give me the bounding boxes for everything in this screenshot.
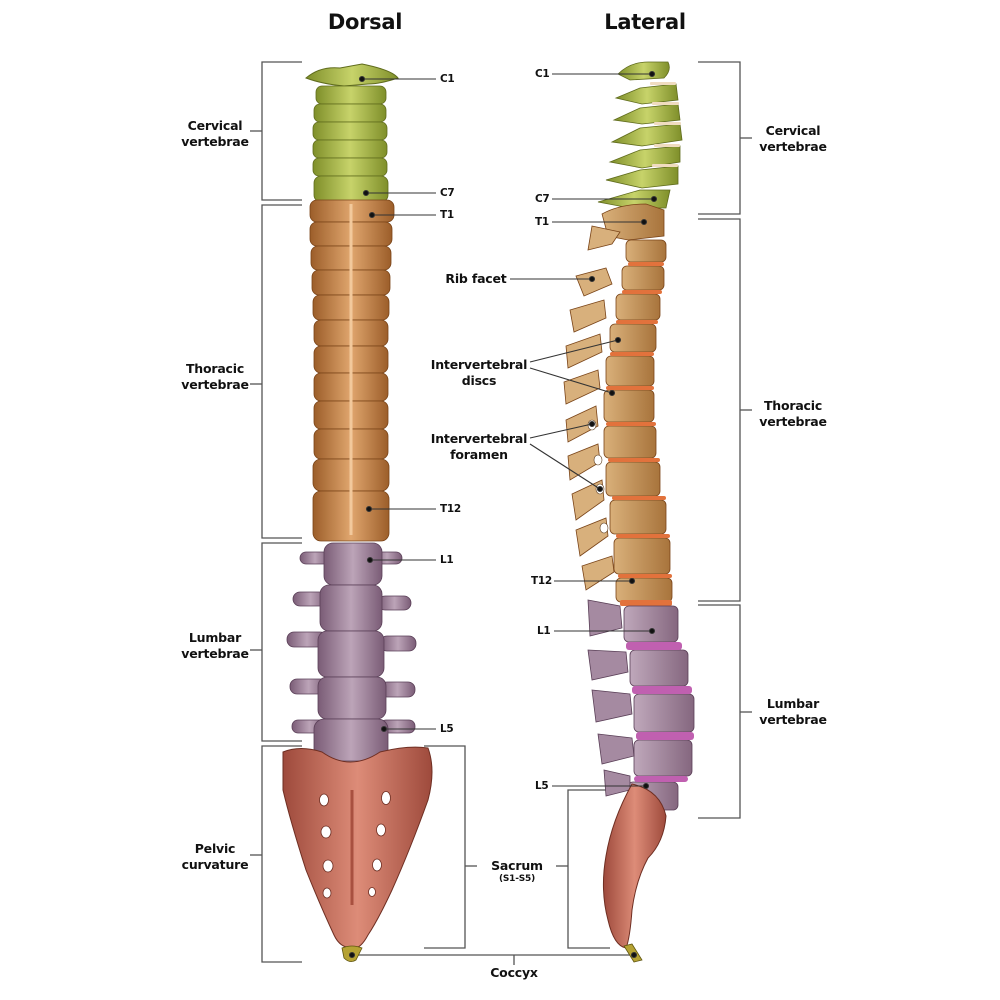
dorsal-label-cervical: Cervical vertebrae	[181, 118, 249, 149]
lateral-marker-t1: T1	[535, 216, 549, 228]
dorsal-label-pelvic: Pelvic curvature	[181, 841, 249, 872]
label-intervertebral-foramen: Intervertebral foramen	[430, 431, 528, 462]
thoracic-discs	[606, 262, 672, 606]
label-rib-facet: Rib facet	[445, 271, 507, 286]
label-intervertebral-discs: Intervertebral discs	[430, 357, 528, 388]
lateral-marker-l1: L1	[537, 625, 551, 637]
lateral-marker-l5: L5	[535, 780, 549, 792]
dorsal-thoracic	[309, 199, 395, 542]
dorsal-label-lumbar: Lumbar vertebrae	[181, 630, 249, 661]
dorsal-marker-c1: C1	[440, 73, 455, 85]
lateral-sacrum	[602, 783, 667, 949]
label-sacrum: Sacrum (S1-S5)	[491, 858, 543, 884]
lateral-marker-t12: T12	[531, 575, 552, 587]
lateral-marker-c1: C1	[535, 68, 550, 80]
lateral-label-lumbar: Lumbar vertebrae	[759, 696, 827, 727]
lateral-label-cervical: Cervical vertebrae	[759, 123, 827, 154]
lateral-cervical	[597, 61, 683, 209]
dorsal-marker-t12: T12	[440, 503, 461, 515]
dorsal-view-title: Dorsal	[327, 10, 403, 34]
lateral-brackets	[698, 61, 752, 819]
lumbar-discs	[626, 642, 694, 782]
dorsal-leaders	[348, 75, 436, 959]
dorsal-marker-c7: C7	[440, 187, 455, 199]
lateral-view-title: Lateral	[604, 10, 686, 34]
dorsal-marker-l5: L5	[440, 723, 454, 735]
lateral-leaders	[510, 70, 658, 959]
lateral-marker-c7: C7	[535, 193, 550, 205]
dorsal-marker-t1: T1	[440, 209, 454, 221]
lateral-lumbar	[587, 599, 695, 811]
lateral-thoracic	[563, 203, 673, 606]
dorsal-marker-l1: L1	[440, 554, 454, 566]
dorsal-sacrum	[282, 746, 433, 949]
lateral-label-thoracic: Thoracic vertebrae	[759, 398, 827, 429]
lateral-spine	[563, 61, 695, 963]
dorsal-label-thoracic: Thoracic vertebrae	[181, 361, 249, 392]
dorsal-cervical	[305, 63, 399, 203]
label-coccyx: Coccyx	[490, 965, 538, 980]
dorsal-lumbar	[286, 542, 417, 762]
dorsal-brackets	[250, 61, 635, 965]
dorsal-spine	[282, 63, 433, 962]
